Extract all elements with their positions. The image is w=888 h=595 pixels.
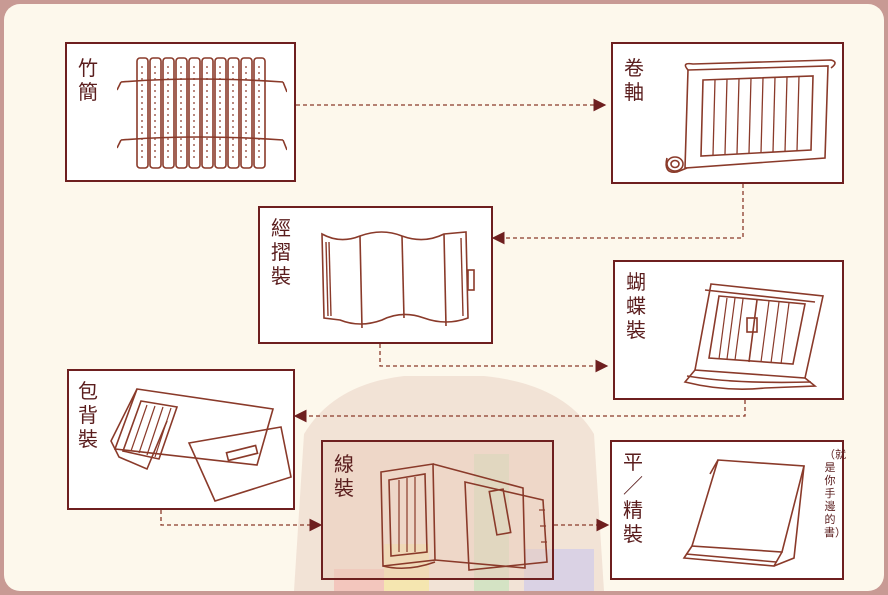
arrow-scroll-to-sutra-fold	[493, 184, 743, 238]
label-wrapped-back: 包背裝	[77, 379, 99, 451]
label-thread: 線裝	[333, 452, 355, 500]
node-bamboo-slips: 竹簡	[65, 42, 296, 182]
node-thread-binding: 線裝	[321, 440, 554, 580]
node-scroll: 卷軸	[611, 42, 844, 184]
book-illustration	[670, 454, 820, 574]
arrow-butterfly-to-wrapped-back	[295, 400, 745, 416]
node-butterfly: 蝴蝶裝	[613, 260, 844, 400]
arrow-sutra-fold-to-butterfly	[380, 344, 607, 366]
bamboo-slips-illustration	[117, 52, 287, 174]
label-bamboo: 竹簡	[77, 56, 99, 104]
label-paper-hard: 平／精裝	[622, 450, 644, 546]
node-sutra-fold: 經摺裝	[258, 206, 493, 344]
wrapped-back-illustration	[97, 381, 292, 506]
arrow-wrapped-back-to-thread	[161, 510, 321, 525]
node-paper-hard: 平／精裝 （就是你手邊的書）	[610, 440, 844, 580]
sutra-fold-illustration	[316, 222, 486, 337]
thread-binding-illustration	[363, 452, 553, 577]
label-scroll: 卷軸	[623, 56, 645, 104]
diagram-canvas: 竹簡	[4, 4, 884, 591]
label-sutra-fold: 經摺裝	[270, 216, 292, 288]
note-book-in-hand: （就是你手邊的書）	[824, 448, 836, 539]
scroll-illustration	[653, 58, 838, 178]
node-wrapped-back: 包背裝	[67, 369, 295, 510]
label-butterfly: 蝴蝶裝	[625, 270, 647, 342]
butterfly-binding-illustration	[665, 270, 840, 395]
